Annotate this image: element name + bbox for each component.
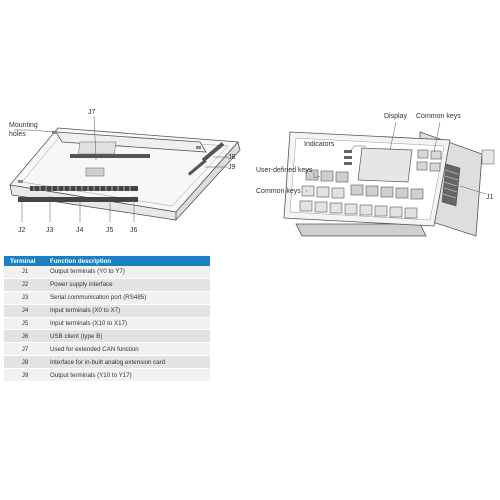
table-row: J9 Output terminals (Y10 to Y17) — [4, 368, 210, 383]
label-j4: J4 — [76, 227, 84, 234]
terminal-cell: J5 — [4, 317, 46, 331]
common-keys-top — [416, 149, 442, 172]
description-cell: Input terminals (X0 to X7) — [46, 304, 210, 318]
j7-connector — [70, 141, 150, 177]
table-header-row: Terminal Function description — [4, 256, 210, 266]
description-cell: Input terminals (X10 to X17) — [46, 317, 210, 331]
label-user-defined-keys: User-defined keys — [256, 167, 313, 174]
front-view-diagram: Display Common keys Indicators User-defi… — [256, 113, 495, 237]
table-row: J5 Input terminals (X10 to X17) — [4, 317, 210, 331]
table-row: J2 Power supply interface — [4, 278, 210, 292]
label-j2: J2 — [18, 227, 26, 234]
left-leader-lines — [14, 115, 228, 222]
label-j5: J5 — [106, 227, 114, 234]
table-row: J7 Used for extended CAN function — [4, 342, 210, 357]
terminal-function-table: Terminal Function description J1 Output … — [4, 256, 210, 383]
description-cell: Output terminals (Y10 to Y17) — [46, 368, 210, 383]
description-cell: Output terminals (Y0 to Y7) — [46, 266, 210, 279]
device-rear-body — [9, 127, 241, 222]
header-terminal: Terminal — [4, 256, 46, 266]
label-j3: J3 — [46, 227, 54, 234]
rear-view-diagram: Mounting holes J7 J8 J9 J2 J3 J4 J5 J6 — [9, 109, 241, 234]
bottom-terminal-strip — [18, 186, 138, 202]
device-display — [357, 147, 413, 183]
right-leader-lines — [305, 121, 487, 195]
description-cell: Power supply interface — [46, 278, 210, 292]
terminal-cell: J3 — [4, 291, 46, 305]
table-row: J1 Output terminals (Y0 to Y7) — [4, 266, 210, 279]
label-common-keys-left: Common keys — [256, 188, 301, 195]
common-keys-bottom — [299, 185, 418, 219]
terminal-cell: J1 — [4, 266, 46, 279]
description-cell: Interface for in-built analog extension … — [46, 355, 210, 370]
terminal-cell: J4 — [4, 304, 46, 318]
terminal-cell: J7 — [4, 342, 46, 357]
terminal-cell: J9 — [4, 368, 46, 383]
side-connectors — [187, 142, 225, 176]
mounting-hole-marks — [18, 131, 201, 183]
label-j1: J1 — [486, 194, 494, 201]
terminal-cell: J6 — [4, 329, 46, 344]
label-j8: J8 — [228, 154, 236, 161]
description-cell: Serial communication port (RS485) — [46, 291, 210, 305]
label-common-keys-top: Common keys — [416, 113, 461, 120]
table-row: J3 Serial communication port (RS485) — [4, 291, 210, 305]
table-row: J6 USB client (type B) — [4, 329, 210, 344]
j1-terminal — [441, 149, 495, 207]
bottom-terminal-ticks — [33, 186, 131, 191]
header-function-description: Function description — [46, 256, 210, 266]
label-mounting-holes-1: Mounting — [9, 122, 38, 129]
user-defined-keys — [305, 169, 424, 200]
table-row: J8 Interface for in-built analog extensi… — [4, 355, 210, 370]
label-indicators: Indicators — [304, 141, 335, 148]
terminal-cell: J2 — [4, 278, 46, 292]
label-j9: J9 — [228, 164, 236, 171]
table-row: J4 Input terminals (X0 to X7) — [4, 304, 210, 318]
label-j6: J6 — [130, 227, 138, 234]
terminal-cell: J8 — [4, 355, 46, 370]
indicator-leds — [344, 150, 352, 165]
label-display: Display — [384, 113, 407, 120]
label-mounting-holes-2: holes — [9, 131, 26, 138]
label-j7: J7 — [88, 109, 96, 116]
description-cell: USB client (type B) — [46, 329, 210, 344]
description-cell: Used for extended CAN function — [46, 342, 210, 357]
